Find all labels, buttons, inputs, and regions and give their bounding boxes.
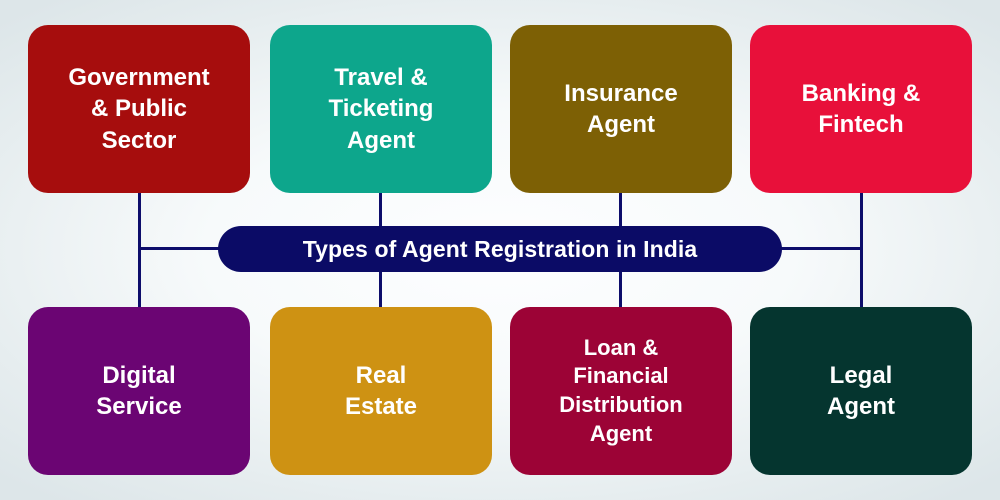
node-banking-fintech[interactable]: Banking & Fintech xyxy=(750,25,972,193)
node-digital-service[interactable]: Digital Service xyxy=(28,307,250,475)
node-label: Government & Public Sector xyxy=(68,64,210,154)
node-label: Travel & Ticketing Agent xyxy=(328,64,434,154)
node-loan-financial-distribution-agent[interactable]: Loan & Financial Distribution Agent xyxy=(510,307,732,475)
node-insurance-agent[interactable]: Insurance Agent xyxy=(510,25,732,193)
connector-vertical-real-estate xyxy=(379,269,382,309)
node-travel-ticketing-agent[interactable]: Travel & Ticketing Agent xyxy=(270,25,492,193)
connector-vertical-travel-ticketing-agent xyxy=(379,193,382,229)
connector-vertical-digital-service xyxy=(138,246,141,308)
node-government-public-sector[interactable]: Government & Public Sector xyxy=(28,25,250,193)
connector-vertical-banking-fintech xyxy=(860,193,863,249)
connector-horizontal-right xyxy=(776,247,863,250)
connector-vertical-loan-financial-distribution-agent xyxy=(619,269,622,309)
connector-vertical-legal-agent xyxy=(860,246,863,308)
node-label: Insurance Agent xyxy=(564,79,678,138)
node-real-estate[interactable]: Real Estate xyxy=(270,307,492,475)
connector-horizontal-left xyxy=(138,247,224,250)
center-banner[interactable]: Types of Agent Registration in India xyxy=(218,226,782,272)
center-banner-label: Types of Agent Registration in India xyxy=(302,235,698,262)
node-label: Loan & Financial Distribution Agent xyxy=(559,334,683,446)
node-legal-agent[interactable]: Legal Agent xyxy=(750,307,972,475)
connector-vertical-insurance-agent xyxy=(619,193,622,229)
node-label: Real Estate xyxy=(344,361,418,420)
connector-vertical-government-public-sector xyxy=(138,193,141,249)
node-label: Banking & Fintech xyxy=(801,79,921,138)
node-label: Digital Service xyxy=(96,361,182,420)
node-label: Legal Agent xyxy=(827,361,895,420)
